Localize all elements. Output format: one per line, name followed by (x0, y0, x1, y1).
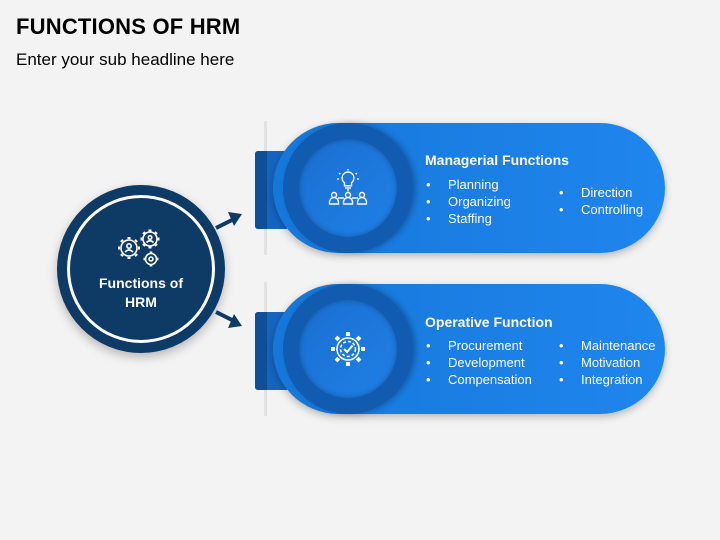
section-heading: Managerial Functions (425, 152, 569, 168)
operative-function-card: Operative Function Procurement Developme… (255, 282, 665, 416)
section-heading: Operative Function (425, 314, 553, 330)
page-title: FUNCTIONS OF HRM (16, 14, 241, 39)
list-item: Direction (559, 184, 643, 201)
icon-circle (283, 123, 413, 253)
arrow-down-right-icon (215, 310, 242, 328)
list-item: Maintenance (559, 337, 655, 354)
gear-check-icon (331, 332, 365, 366)
arrow-up-right-icon (215, 212, 242, 230)
right-function-list: Maintenance Motivation Integration (559, 337, 655, 388)
card-body: Managerial Functions Planning Organizing… (273, 123, 665, 253)
card-body: Operative Function Procurement Developme… (273, 284, 665, 414)
left-function-list: Procurement Development Compensation (426, 337, 532, 388)
page-subtitle: Enter your sub headline here (16, 50, 235, 69)
gears-people-icon (118, 229, 160, 267)
list-item: Compensation (426, 371, 532, 388)
hub-label: Functions of HRM (99, 275, 183, 310)
managerial-functions-card: Managerial Functions Planning Organizing… (255, 121, 665, 255)
icon-circle-inner (299, 139, 397, 237)
icon-circle-inner (299, 300, 397, 398)
right-function-list: Direction Controlling (559, 184, 643, 218)
hub-circle: Functions of HRM (57, 185, 225, 353)
left-function-list: Planning Organizing Staffing (426, 176, 511, 227)
list-item: Motivation (559, 354, 655, 371)
icon-circle (283, 284, 413, 414)
list-item: Controlling (559, 201, 643, 218)
hub-ring (67, 195, 215, 343)
list-item: Procurement (426, 337, 532, 354)
list-item: Development (426, 354, 532, 371)
list-item: Staffing (426, 210, 511, 227)
list-item: Organizing (426, 193, 511, 210)
list-item: Planning (426, 176, 511, 193)
lightbulb-team-icon (328, 169, 368, 205)
list-item: Integration (559, 371, 655, 388)
